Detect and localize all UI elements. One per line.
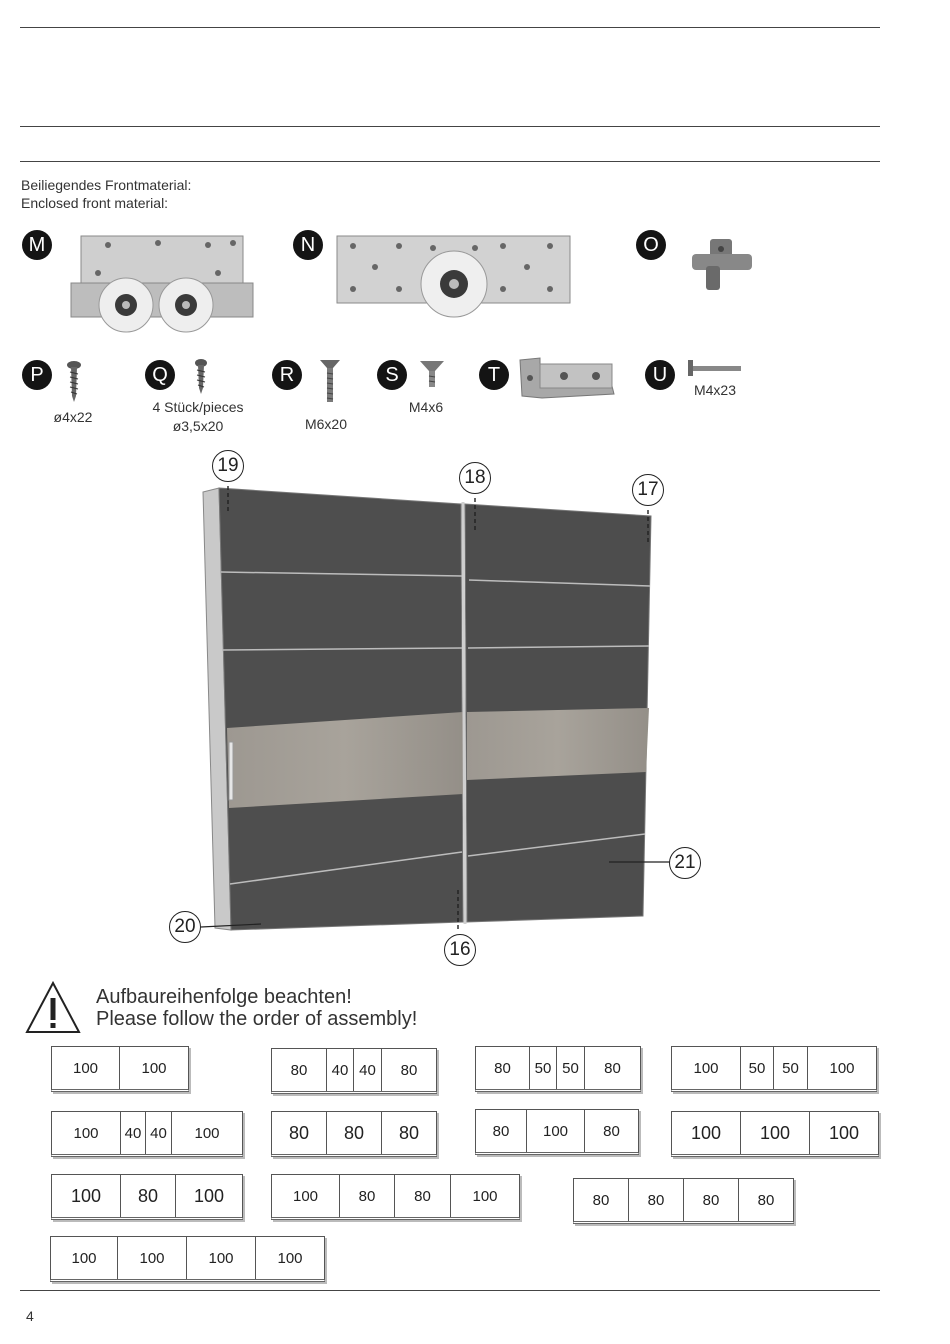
countersunk-bolt-image	[320, 360, 340, 402]
config-segment: 80	[476, 1047, 530, 1089]
part-badge-n: N	[293, 230, 323, 260]
callout-20: 20	[169, 911, 201, 943]
warning-triangle-icon	[25, 980, 81, 1033]
config-diagram-3: 80 50 50 80	[475, 1046, 641, 1092]
part-label-q-count: 4 Stück/pieces	[152, 399, 244, 415]
config-segment: 100	[141, 1059, 167, 1077]
config-segment: 100	[118, 1237, 187, 1279]
config-segment: 100	[52, 1047, 120, 1089]
wardrobe-illustration	[200, 486, 671, 932]
config-segment: 50	[530, 1047, 557, 1089]
config-segment: 40	[354, 1049, 382, 1091]
config-segment: 80	[121, 1175, 176, 1217]
config-segment: 100	[672, 1047, 741, 1089]
config-segment: 100	[187, 1237, 256, 1279]
config-segment: 80	[629, 1179, 684, 1221]
page-number: 4	[26, 1308, 34, 1324]
long-bolt-image	[688, 360, 741, 376]
assembly-order-warning: Aufbaureihenfolge beachten! Please follo…	[96, 986, 417, 1030]
warning-german: Aufbaureihenfolge beachten!	[96, 986, 352, 1008]
config-segment: 100	[277, 1249, 303, 1267]
config-diagram-11: 80 80 80 80	[573, 1178, 794, 1224]
config-diagram-8: 100 100 100	[671, 1111, 879, 1157]
part-badge-o: O	[636, 230, 666, 260]
small-screw-image	[195, 359, 207, 394]
config-segment: 50	[557, 1047, 585, 1089]
config-diagram-7: 80 100 80	[475, 1109, 639, 1155]
part-badge-r: R	[272, 360, 302, 390]
part-label-q: 4 Stück/pieces ø3,5x20	[128, 398, 268, 436]
config-diagram-5: 100 40 40 100	[51, 1111, 243, 1157]
part-badge-q: Q	[145, 360, 175, 390]
angle-bracket-image	[519, 357, 615, 399]
config-segment: 100	[472, 1187, 498, 1205]
double-roller-carriage-image	[70, 235, 254, 333]
footer-rule	[20, 1290, 880, 1291]
machine-screw-image	[420, 361, 444, 387]
part-badge-s: S	[377, 360, 407, 390]
config-diagram-12: 100 100 100 100	[50, 1236, 325, 1282]
config-segment: 80	[395, 1175, 451, 1217]
part-label-s: M4x6	[408, 399, 444, 415]
config-segment: 80	[476, 1110, 527, 1152]
config-segment: 80	[684, 1179, 739, 1221]
part-badge-t: T	[479, 360, 509, 390]
config-segment: 80	[400, 1061, 418, 1079]
config-segment: 100	[193, 1185, 225, 1206]
part-label-p: ø4x22	[53, 409, 93, 425]
part-badge-p: P	[22, 360, 52, 390]
config-segment: 50	[741, 1047, 774, 1089]
config-segment: 40	[121, 1112, 146, 1154]
part-label-q-size: ø3,5x20	[172, 418, 224, 434]
config-segment: 100	[194, 1124, 220, 1142]
config-segment: 100	[51, 1237, 118, 1279]
config-segment: 100	[828, 1122, 860, 1143]
wood-screw-image	[67, 361, 81, 402]
part-badge-m: M	[22, 230, 52, 260]
config-segment: 50	[774, 1047, 808, 1089]
header-rule-2	[20, 161, 880, 162]
door-guide-image	[692, 239, 752, 290]
config-segment: 100	[829, 1059, 855, 1077]
config-segment: 40	[327, 1049, 354, 1091]
callout-19: 19	[212, 450, 244, 482]
callout-21: 21	[669, 847, 701, 879]
warning-english: Please follow the order of assembly!	[96, 1008, 418, 1030]
config-segment: 80	[574, 1179, 629, 1221]
config-segment: 80	[604, 1059, 621, 1077]
config-diagram-10: 100 80 80 100	[271, 1174, 520, 1220]
caption-german: Beiliegendes Frontmaterial:	[21, 177, 192, 193]
header-rule-1	[20, 126, 880, 127]
single-roller-plate-image	[336, 235, 571, 318]
enclosed-material-caption: Beiliegendes Frontmaterial: Enclosed fro…	[21, 176, 191, 212]
top-rule	[20, 27, 880, 28]
config-segment: 100	[741, 1112, 810, 1154]
config-diagram-1: 100 100	[51, 1046, 189, 1092]
config-segment: 40	[146, 1112, 172, 1154]
config-segment: 100	[52, 1112, 121, 1154]
config-diagram-6: 80 80 80	[271, 1111, 437, 1157]
config-segment: 80	[603, 1122, 620, 1140]
config-segment: 100	[672, 1112, 741, 1154]
config-segment: 80	[327, 1112, 382, 1154]
part-label-u: M4x23	[693, 382, 737, 398]
callout-18: 18	[459, 462, 491, 494]
part-badge-u: U	[645, 360, 675, 390]
config-segment: 100	[527, 1110, 585, 1152]
config-segment: 80	[272, 1049, 327, 1091]
config-diagram-9: 100 80 100	[51, 1174, 243, 1220]
caption-english: Enclosed front material:	[21, 195, 169, 211]
config-segment: 100	[52, 1175, 121, 1217]
config-segment: 80	[340, 1175, 395, 1217]
config-diagram-4: 100 50 50 100	[671, 1046, 877, 1092]
config-segment: 80	[398, 1122, 420, 1143]
part-label-r: M6x20	[304, 416, 348, 432]
config-diagram-2: 80 40 40 80	[271, 1048, 437, 1094]
callout-16: 16	[444, 934, 476, 966]
config-segment: 80	[272, 1112, 327, 1154]
callout-17: 17	[632, 474, 664, 506]
config-segment: 100	[272, 1175, 340, 1217]
config-segment: 80	[757, 1191, 775, 1209]
